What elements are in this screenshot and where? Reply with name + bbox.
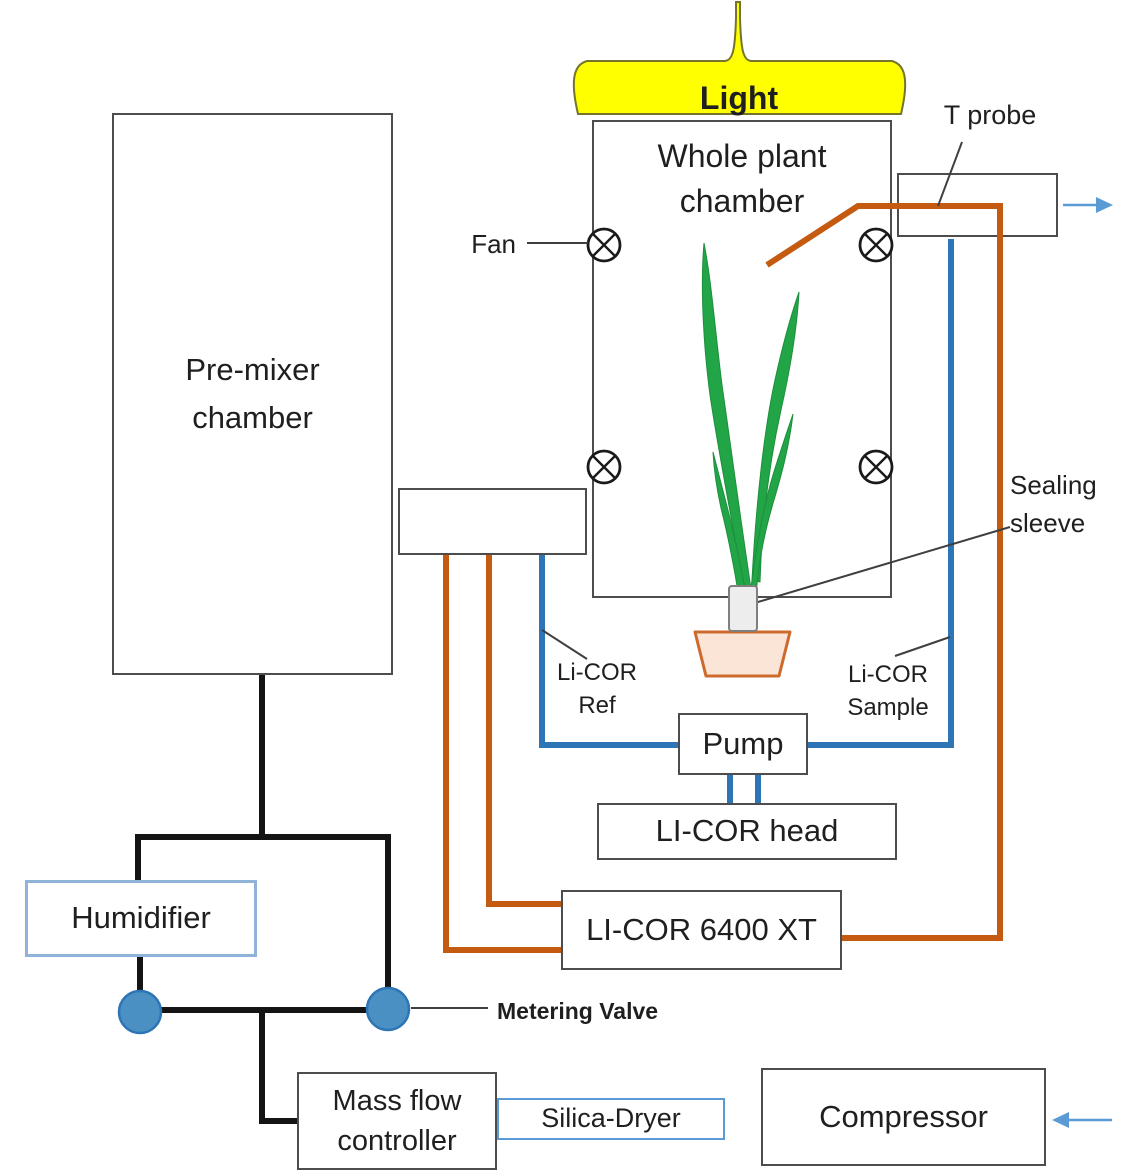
silica-dryer-box: Silica-Dryer: [497, 1098, 725, 1140]
licor-head-label: LI-COR head: [655, 813, 839, 849]
fan-label: Fan: [471, 229, 516, 259]
licor-ref-label: Li-COR Ref: [547, 656, 647, 722]
licor-ref-label-line1: Li-COR: [556, 659, 637, 686]
humidifier-box: Humidifier: [25, 880, 257, 957]
tube-orange-outer: [443, 554, 561, 953]
pump-label: Pump: [702, 725, 784, 761]
compressor-box: Compressor: [761, 1068, 1046, 1166]
compressor-label: Compressor: [819, 1098, 988, 1134]
manifold-box: [398, 488, 587, 555]
pre-mixer-chamber-box: Pre-mixer chamber: [112, 113, 393, 675]
licor-head-box: LI-COR head: [597, 803, 897, 860]
mass-flow-label-line2: controller: [337, 1125, 457, 1157]
plant-pot: [693, 630, 792, 678]
licor-sample-pointer-line: [894, 636, 951, 657]
tube-orange-inner: [486, 554, 561, 907]
whole-plant-chamber-box: Whole plant chamber: [592, 120, 892, 598]
air-out-arrow-icon: [1063, 197, 1113, 213]
sealing-sleeve-label-line2: sleeve: [1010, 508, 1086, 538]
pre-mixer-label-line1: Pre-mixer: [185, 352, 320, 387]
humidifier-label: Humidifier: [71, 900, 211, 936]
pump-box: Pump: [678, 713, 808, 775]
pipe-to-mass-flow: [259, 1010, 298, 1124]
metering-valve-left: [117, 989, 163, 1035]
licor-ref-label-line2: Ref: [578, 692, 616, 719]
sealing-sleeve-label: Sealing sleeve: [1010, 466, 1130, 542]
sealing-sleeve-label-line1: Sealing: [1010, 470, 1097, 500]
licor-ref-pointer-line: [541, 629, 588, 660]
licor-6400-box: LI-COR 6400 XT: [561, 890, 842, 970]
light-label: Light: [699, 80, 779, 116]
metering-valve-right: [365, 986, 411, 1032]
whole-plant-chamber-label-line2: chamber: [679, 183, 805, 219]
silica-dryer-label: Silica-Dryer: [541, 1103, 681, 1134]
licor-sample-label-line1: Li-COR: [847, 661, 928, 688]
air-in-arrow-icon: [1052, 1112, 1112, 1128]
t-probe-box: [897, 173, 1058, 237]
mass-flow-label-line1: Mass flow: [332, 1085, 462, 1117]
mass-flow-controller-box: Mass flow controller: [297, 1072, 497, 1170]
t-probe-label: T probe: [943, 100, 1037, 130]
licor-sample-label-line2: Sample: [847, 694, 929, 721]
metering-valve-label: Metering Valve: [497, 998, 659, 1024]
whole-plant-chamber-label-line1: Whole plant: [657, 138, 827, 174]
licor-sample-label: Li-COR Sample: [838, 658, 938, 724]
pre-mixer-label-line2: chamber: [192, 400, 313, 435]
licor-6400-label: LI-COR 6400 XT: [586, 911, 817, 947]
